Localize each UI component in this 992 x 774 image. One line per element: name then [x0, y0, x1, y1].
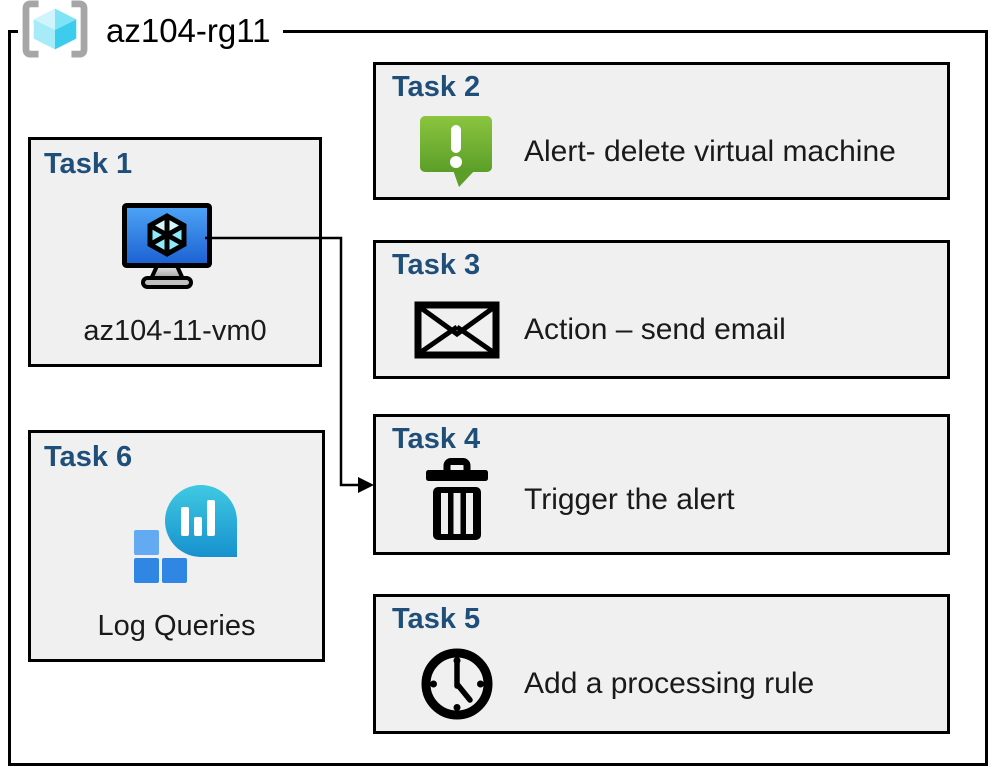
resource-group-name: az104-rg11: [106, 12, 271, 49]
resource-group-icon: [18, 0, 92, 64]
task-1-label: az104-11-vm0: [83, 315, 267, 347]
trash-icon: [414, 458, 500, 542]
task-5-title: Task 5: [392, 603, 481, 635]
task-4-label: Trigger the alert: [524, 483, 735, 516]
task-1-box: Task 1: [28, 137, 322, 367]
task-2-box: Task 2 Alert- delete virtual machine: [373, 62, 950, 200]
task-1-title: Task 1: [44, 148, 133, 180]
task-6-label: Log Queries: [97, 610, 256, 642]
task-2-title: Task 2: [392, 71, 481, 103]
task-3-box: Task 3 Action – send email: [373, 240, 950, 379]
email-icon: [414, 301, 500, 359]
alert-icon: [414, 112, 500, 192]
resource-group-header: az104-rg11: [18, 0, 283, 60]
virtual-machine-icon: [121, 202, 213, 295]
task-5-label: Add a processing rule: [524, 667, 815, 700]
task-6-title: Task 6: [44, 441, 133, 473]
log-analytics-icon: [131, 481, 243, 596]
task-3-title: Task 3: [392, 249, 481, 281]
task-6-box: Task 6 Log Queries: [28, 430, 325, 662]
task-4-title: Task 4: [392, 423, 481, 455]
task-2-label: Alert- delete virtual machine: [524, 135, 896, 168]
task-4-box: Task 4 Trigger the alert: [373, 414, 950, 555]
task-3-label: Action – send email: [524, 313, 786, 346]
task-5-box: Task 5 Add a processing rule: [373, 594, 950, 734]
clock-icon: [414, 646, 500, 722]
